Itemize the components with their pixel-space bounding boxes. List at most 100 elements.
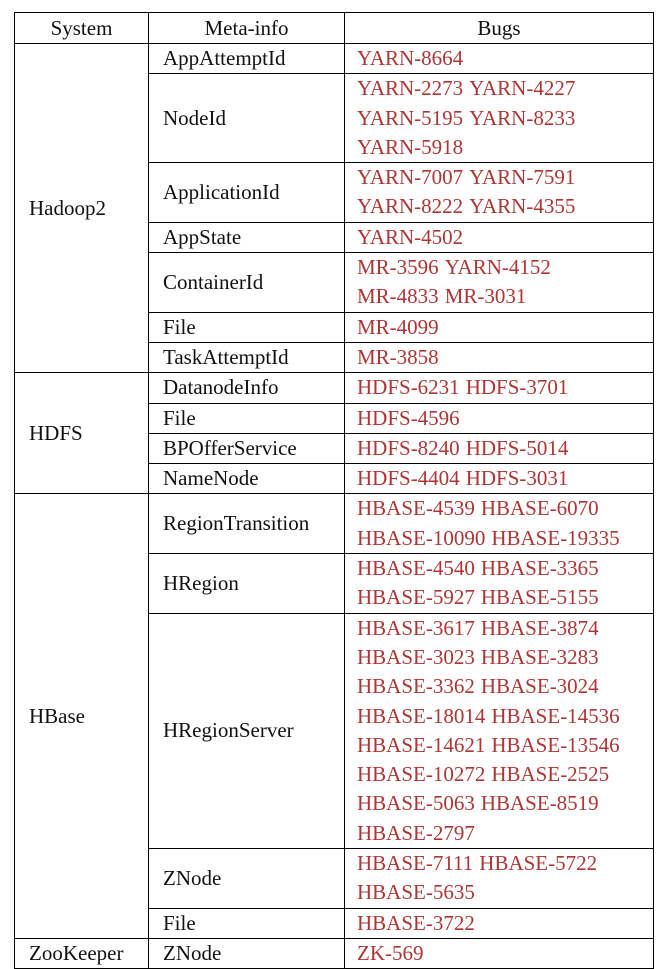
bug-link[interactable]: HBASE-7111 <box>357 851 474 876</box>
bug-link[interactable]: HBASE-3365 <box>480 556 599 581</box>
bug-link[interactable]: HBASE-13546 <box>491 732 620 757</box>
bug-line: ZK-569 <box>357 939 653 968</box>
bug-link[interactable]: HBASE-5635 <box>357 880 475 905</box>
bug-link[interactable]: YARN-7591 <box>469 165 576 190</box>
bug-link[interactable]: HBASE-5063 <box>357 791 475 816</box>
bug-link[interactable]: HBASE-3283 <box>480 644 599 669</box>
bug-link[interactable]: MR-4833 <box>357 284 439 309</box>
bug-link[interactable]: YARN-8664 <box>357 46 464 70</box>
bug-link[interactable]: HBASE-4540 <box>357 556 475 581</box>
bug-link[interactable]: MR-3031 <box>444 284 527 309</box>
bug-line: MR-3858 <box>357 343 653 372</box>
meta-info-cell: File <box>148 402 345 434</box>
bug-link[interactable]: YARN-2273 <box>357 76 464 101</box>
bugs-cell: MR-4099 <box>344 311 654 343</box>
header-system: System <box>14 12 149 44</box>
meta-info-cell: ApplicationId <box>148 162 345 223</box>
bug-line: HBASE-3722 <box>357 909 653 938</box>
bug-link[interactable]: YARN-5918 <box>357 134 464 159</box>
bug-link[interactable]: HBASE-5155 <box>480 585 599 610</box>
bugs-cell: HDFS-4596 <box>344 402 654 434</box>
meta-info-cell: ZNode <box>148 848 345 909</box>
bugs-cell: YARN-8664 <box>344 42 654 75</box>
system-cell: Hadoop2 <box>14 42 149 374</box>
bug-link[interactable]: HDFS-3031 <box>465 466 569 491</box>
bug-link[interactable]: HBASE-10090 <box>357 525 486 550</box>
bug-line: HDFS-4596 <box>357 404 653 433</box>
bug-link[interactable]: HBASE-4539 <box>357 496 475 521</box>
bugs-cell: MR-3858 <box>344 341 654 374</box>
bug-link[interactable]: YARN-8222 <box>357 194 464 219</box>
bug-link[interactable]: HBASE-3023 <box>357 644 475 669</box>
bug-line: YARN-5918 <box>357 133 653 162</box>
bug-link[interactable]: HDFS-8240 <box>357 435 460 460</box>
meta-info-cell: TaskAttemptId <box>148 341 345 374</box>
meta-info-cell: HRegionServer <box>148 612 345 850</box>
bug-link[interactable]: HBASE-2797 <box>357 820 475 845</box>
bug-link[interactable]: YARN-8233 <box>469 105 576 130</box>
bug-link[interactable]: HDFS-3701 <box>465 375 569 400</box>
bug-link[interactable]: MR-3858 <box>357 344 439 369</box>
bug-link[interactable]: HBASE-2525 <box>491 762 610 787</box>
bug-link[interactable]: ZK-569 <box>357 940 424 965</box>
bug-link[interactable]: YARN-7007 <box>357 165 464 190</box>
bug-link[interactable]: HBASE-3874 <box>480 615 599 640</box>
bug-link[interactable]: HDFS-6231 <box>357 375 460 400</box>
bug-link[interactable]: HBASE-10272 <box>357 762 486 787</box>
bug-link[interactable]: YARN-4152 <box>444 255 551 280</box>
bug-link[interactable]: YARN-4227 <box>469 76 576 101</box>
bug-link[interactable]: YARN-4502 <box>357 224 464 249</box>
bug-link[interactable]: YARN-4355 <box>469 194 576 219</box>
table-row: TaskAttemptId MR-3858 <box>15 341 654 374</box>
bug-link[interactable]: HBASE-3722 <box>357 910 475 935</box>
bug-line: HBASE-5635 <box>357 878 653 907</box>
meta-info-cell: NodeId <box>148 73 345 164</box>
bug-link[interactable]: HDFS-4404 <box>357 466 460 491</box>
system-cell: HDFS <box>14 372 149 495</box>
header-meta-info: Meta-info <box>148 12 345 44</box>
bug-link[interactable]: HBASE-18014 <box>357 703 486 728</box>
bug-link[interactable]: HDFS-4596 <box>357 405 460 430</box>
bug-link[interactable]: HBASE-8519 <box>480 791 599 816</box>
bug-link[interactable]: HBASE-6070 <box>480 496 599 521</box>
bug-link[interactable]: HBASE-19335 <box>491 525 620 550</box>
bug-link[interactable]: HDFS-5014 <box>465 435 569 460</box>
bug-link[interactable]: HBASE-5927 <box>357 585 475 610</box>
bug-link[interactable]: HBASE-3362 <box>357 674 475 699</box>
bug-link[interactable]: HBASE-14536 <box>491 703 620 728</box>
bug-link[interactable]: HBASE-3024 <box>480 674 599 699</box>
bug-link[interactable]: HBASE-5722 <box>479 851 598 876</box>
bug-link[interactable]: HBASE-3617 <box>357 615 475 640</box>
bug-link[interactable]: MR-4099 <box>357 314 439 339</box>
bug-link[interactable]: MR-3596 <box>357 255 439 280</box>
bug-link[interactable]: YARN-5195 <box>357 105 464 130</box>
header-bugs: Bugs <box>344 12 654 44</box>
bug-link[interactable]: HBASE-14621 <box>357 732 486 757</box>
table-row: File HDFS-4596 <box>15 402 654 434</box>
